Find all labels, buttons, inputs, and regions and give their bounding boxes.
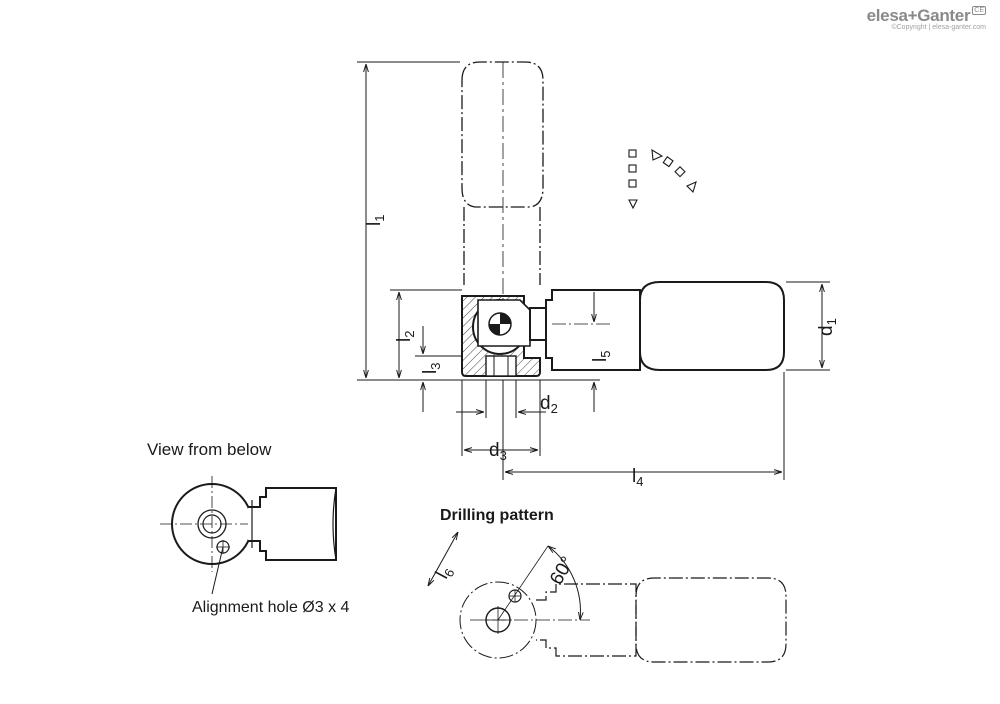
dim-l1: l1 [364,215,387,226]
dim-d2: d2 [540,393,558,416]
dim-angle: 60° [546,553,579,588]
dim-l6: l6 [432,562,458,583]
upright-handle-phantom [461,61,544,285]
view-from-below [160,476,337,595]
dimension-lines [357,61,830,480]
dimension-labels: l1 l2 l3 l5 d1 d2 d3 l4 [364,215,839,489]
main-view [357,61,830,480]
dim-l5: l5 [590,351,613,362]
drilling-pattern-title: Drilling pattern [440,507,554,524]
rotation-arrows-icon [628,148,697,210]
dim-l3: l3 [420,363,443,374]
brand-name: elesa+Ganter [866,6,971,25]
ce-badge: CE [972,6,986,15]
view-from-below-title: View from below [147,440,272,459]
drilling-pattern [428,532,787,663]
base-block [461,295,541,377]
dim-d1: d1 [816,318,839,336]
lever-arm [529,281,785,371]
dim-l2: l2 [394,331,417,342]
dim-d3: d3 [489,440,507,463]
brand-copyright: ©Copyright | elesa-ganter.com [891,24,986,31]
alignment-hole-label: Alignment hole Ø3 x 4 [192,599,350,616]
dim-l4: l4 [632,466,643,489]
